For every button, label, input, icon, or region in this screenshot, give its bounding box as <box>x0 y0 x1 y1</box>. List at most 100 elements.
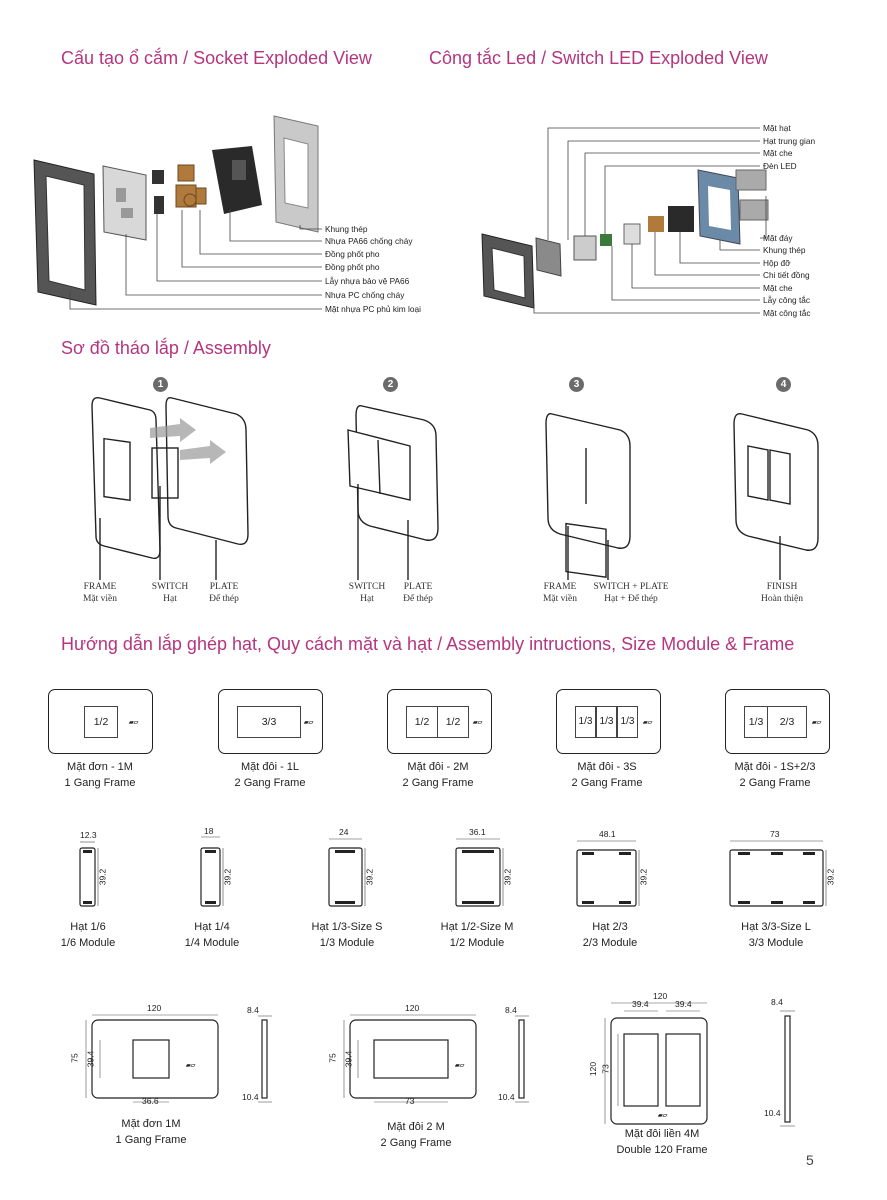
step-label-vi: Hạt <box>360 594 374 604</box>
switch-label: Lẫy công tắc <box>763 295 811 305</box>
frame-type: 2 Gang Frame <box>571 777 643 789</box>
module-name: Hạt 1/3-Size S <box>311 921 383 933</box>
frame-name: Mặt đôi - 3S <box>577 761 637 773</box>
frame-technical-drawings <box>85 1002 795 1127</box>
switch-label: Mặt công tắc <box>763 308 811 318</box>
module-name: Hạt 2/3 <box>592 921 628 933</box>
logo-mark: ▰▱ <box>643 720 653 726</box>
logo-mark: ▰▱ <box>186 1063 196 1069</box>
frame-depth: 8.4 <box>247 1005 259 1015</box>
socket-heading: Cấu tạo ổ cắm / Socket Exploded View <box>61 48 372 68</box>
step-label-vi: Đế thép <box>209 594 239 604</box>
frame-name: Mặt đôi - 2M <box>407 761 469 773</box>
assembly-heading: Sơ đồ tháo lắp / Assembly <box>61 338 271 358</box>
frame-name: Mặt đơn - 1M <box>67 761 133 773</box>
module-width: 48.1 <box>599 829 616 839</box>
module-type: 3/3 Module <box>748 937 804 949</box>
module-width: 73 <box>770 829 780 839</box>
module-type: 1/2 Module <box>449 937 505 949</box>
frame-name: Mặt đôi - 1S+2/3 <box>734 761 816 773</box>
socket-label: Lẫy nhựa bảo vệ PA66 <box>325 276 410 286</box>
step-number: 4 <box>776 377 791 392</box>
step-label-en: FINISH <box>766 582 798 592</box>
frame-height: 75 <box>327 1053 338 1063</box>
step-label-vi: Hạt <box>163 594 177 604</box>
socket-label: Nhựa PC chống cháy <box>325 290 405 300</box>
logo-mark: ▰▱ <box>812 720 822 726</box>
frame-outline: 3/3 ▰▱ <box>218 689 323 754</box>
switch-label: Mặt hạt <box>763 123 791 133</box>
frame-depth: 10.4 <box>498 1092 515 1102</box>
module-cell: 1/3 <box>617 706 638 738</box>
module-cell: 1/3 <box>575 706 596 738</box>
frame-inner-width: 36.6 <box>142 1096 159 1106</box>
step-label-en: FRAME <box>83 582 117 592</box>
drawing-type: 2 Gang Frame <box>380 1137 452 1149</box>
module-width: 36.1 <box>469 827 486 837</box>
frame-inner-height: 39.4 <box>85 1050 96 1068</box>
step-label-vi: Hoàn thiện <box>761 594 803 604</box>
frame-width: 120 <box>653 991 668 1001</box>
step-number: 2 <box>383 377 398 392</box>
module-name: Hạt 1/4 <box>194 921 230 933</box>
instructions-heading: Hướng dẫn lắp ghép hạt, Quy cách mặt và … <box>61 634 795 654</box>
frame-outline: 1/3 1/3 1/3 ▰▱ <box>556 689 661 754</box>
step-label-en: PLATE <box>403 582 433 592</box>
frame-outline: 1/3 2/3 ▰▱ <box>725 689 830 754</box>
module-cell: 1/3 <box>744 706 768 738</box>
switch-label: Mặt đáy <box>763 233 793 243</box>
logo-mark: ▰▱ <box>129 720 139 726</box>
module-cell: 1/2 <box>406 706 438 738</box>
module-cell: 3/3 <box>237 706 301 738</box>
drawing-type: Double 120 Frame <box>616 1144 708 1156</box>
logo-mark: ▰▱ <box>658 1113 668 1119</box>
drawing-name: Mặt đôi 2 M <box>387 1121 445 1133</box>
logo-mark: ▰▱ <box>473 720 483 726</box>
module-width: 18 <box>204 826 214 836</box>
module-type: 2/3 Module <box>582 937 638 949</box>
frame-outline: 1/2 1/2 ▰▱ <box>387 689 492 754</box>
logo-mark: ▰▱ <box>455 1063 465 1069</box>
step-label-en: FRAME <box>543 582 577 592</box>
frame-depth: 10.4 <box>242 1092 259 1102</box>
frame-inner-height: 73 <box>600 1064 611 1074</box>
step-number: 1 <box>153 377 168 392</box>
module-cell: 2/3 <box>767 706 807 738</box>
module-cell: 1/2 <box>84 706 118 738</box>
page-number: 5 <box>806 1152 814 1168</box>
step-label-vi: Mặt viền <box>82 594 118 604</box>
frame-type: 2 Gang Frame <box>234 777 306 789</box>
module-width: 24 <box>339 827 349 837</box>
module-type: 1/6 Module <box>60 937 116 949</box>
frame-inner-width: 73 <box>405 1096 415 1106</box>
frame-depth: 8.4 <box>505 1005 517 1015</box>
socket-label: Đồng phốt pho <box>325 262 380 272</box>
step-label-en: SWITCH + PLATE <box>593 582 669 592</box>
socket-label: Đồng phốt pho <box>325 249 380 259</box>
step-number: 3 <box>569 377 584 392</box>
frame-type: 2 Gang Frame <box>402 777 474 789</box>
module-cell: 1/3 <box>596 706 617 738</box>
module-type: 1/3 Module <box>319 937 375 949</box>
frame-type: 2 Gang Frame <box>739 777 811 789</box>
frame-half-width: 39.4 <box>632 999 649 1009</box>
switch-label: Hạt trung gian <box>763 136 816 146</box>
step-label-en: SWITCH <box>151 582 189 592</box>
frame-type: 1 Gang Frame <box>64 777 136 789</box>
step-label-vi: Hạt + Đế thép <box>604 594 658 604</box>
module-name: Hạt 3/3-Size L <box>741 921 811 933</box>
frame-name: Mặt đôi - 1L <box>240 761 300 773</box>
socket-label: Khung thép <box>325 224 368 234</box>
assembly-illustration <box>91 396 819 580</box>
frame-width: 120 <box>405 1003 420 1013</box>
logo-mark: ▰▱ <box>304 720 314 726</box>
socket-label: Nhựa PA66 chống cháy <box>325 236 413 246</box>
step-label-en: SWITCH <box>348 582 386 592</box>
switch-label: Hộp đỡ <box>763 258 791 268</box>
step-label-vi: Đế thép <box>403 594 433 604</box>
module-width: 12.3 <box>80 830 97 840</box>
drawing-type: 1 Gang Frame <box>115 1134 187 1146</box>
module-drawings <box>79 836 827 907</box>
drawing-name: Mặt đôi liền 4M <box>624 1128 700 1140</box>
frame-half-width: 39.4 <box>675 999 692 1009</box>
